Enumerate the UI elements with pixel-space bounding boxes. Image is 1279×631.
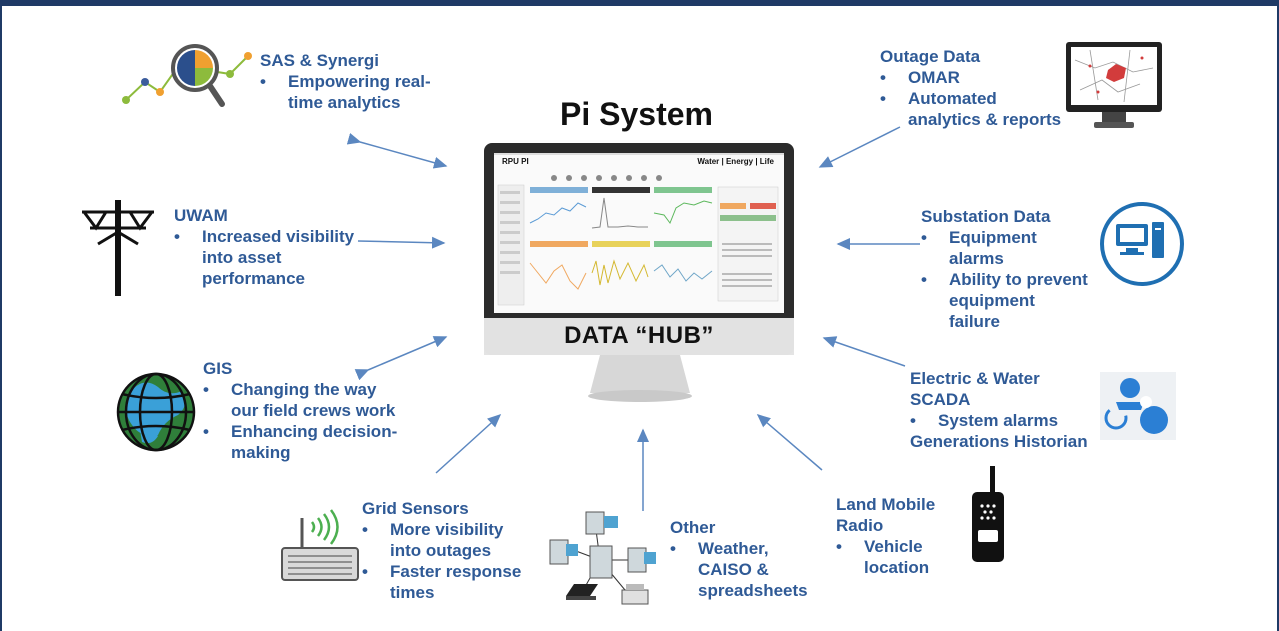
outage-bullet-2: Automated [880, 88, 1061, 109]
arrow-uwam [357, 236, 446, 249]
gis-heading: GIS [203, 359, 233, 378]
substation-heading: Substation Data [921, 207, 1051, 226]
grid-bullet-2-cont: times [390, 583, 435, 602]
outage-bullet-2-cont: analytics & reports [908, 110, 1062, 129]
other-block: Other Weather, CAISO & spreadsheets [670, 517, 808, 601]
arrow-radio [756, 414, 823, 471]
monitor-screen: RPU PI Water | Energy | Life [494, 153, 784, 313]
substation-bullet-1-cont: alarms [949, 249, 1004, 268]
grid-bullet-1: More visibility [362, 519, 521, 540]
arrow-outage [818, 126, 901, 168]
grid-bullet-1-cont: into outages [390, 541, 492, 560]
sas-bullet-cont: time analytics [260, 92, 431, 113]
arrow-gis [354, 336, 448, 381]
substation-bullet-2-cont-1: equipment [949, 291, 1035, 310]
arrow-grid [435, 413, 502, 474]
radio-bullet: Vehicle [836, 536, 935, 557]
other-bullet: Weather, [670, 538, 808, 559]
other-bullet-cont-2: spreadsheets [698, 581, 808, 600]
other-bullet-cont-1: CAISO & [698, 560, 769, 579]
sas-heading: SAS & Synergi [260, 51, 380, 70]
gis-bullet-2-cont: making [231, 443, 291, 462]
scada-extra: Generations Historian [910, 432, 1088, 451]
uwam-bullet-cont-1: into asset [202, 248, 282, 267]
uwam-bullet: Increased visibility [174, 226, 354, 247]
radio-block: Land Mobile Radio Vehicle location [836, 494, 935, 578]
grid-bullet-2: Faster response [362, 561, 521, 582]
monitor-app-name: RPU PI [502, 157, 529, 166]
gis-bullet-2: Enhancing decision- [203, 421, 397, 442]
arrow-sas [346, 132, 448, 169]
substation-bullet-1: Equipment [921, 227, 1088, 248]
top-border [0, 0, 1279, 6]
grid-sensors-heading: Grid Sensors [362, 499, 469, 518]
slide-frame [0, 6, 1279, 631]
monitor-tagline: Water | Energy | Life [697, 157, 774, 166]
other-heading: Other [670, 518, 716, 537]
outage-block: Outage Data OMAR Automated analytics & r… [880, 46, 1061, 130]
radio-heading-1: Land Mobile [836, 495, 936, 514]
radio-heading-2: Radio [836, 516, 884, 535]
dashboard-preview [494, 153, 784, 306]
gis-block: GIS Changing the way our field crews wor… [203, 358, 397, 463]
diagram-title: Pi System [560, 96, 713, 132]
data-hub-label: DATA “HUB” [564, 322, 714, 349]
uwam-bullet-cont-2: performance [202, 269, 305, 288]
radio-bullet-cont: location [864, 558, 930, 577]
gis-bullet-1-cont: our field crews work [231, 401, 396, 420]
uwam-block: UWAM Increased visibility into asset per… [174, 205, 354, 289]
scada-heading-2: SCADA [910, 390, 971, 409]
sas-block: SAS & Synergi Empowering real- time anal… [260, 50, 431, 113]
grid-sensors-block: Grid Sensors More visibility into outage… [362, 498, 521, 603]
sas-bullet-cont-text: time analytics [288, 93, 401, 112]
uwam-heading: UWAM [174, 206, 228, 225]
substation-bullet-2-cont-2: failure [949, 312, 1001, 331]
sas-bullet: Empowering real- [260, 71, 431, 92]
scada-block: Electric & Water SCADA System alarms Gen… [910, 368, 1088, 452]
scada-bullet: System alarms [910, 410, 1088, 431]
outage-heading: Outage Data [880, 47, 981, 66]
outage-bullet-1: OMAR [880, 67, 1061, 88]
substation-bullet-2: Ability to prevent [921, 269, 1088, 290]
gis-bullet-1: Changing the way [203, 379, 397, 400]
scada-heading-1: Electric & Water [910, 369, 1040, 388]
arrow-scada [822, 336, 906, 367]
substation-block: Substation Data Equipment alarms Ability… [921, 206, 1088, 332]
